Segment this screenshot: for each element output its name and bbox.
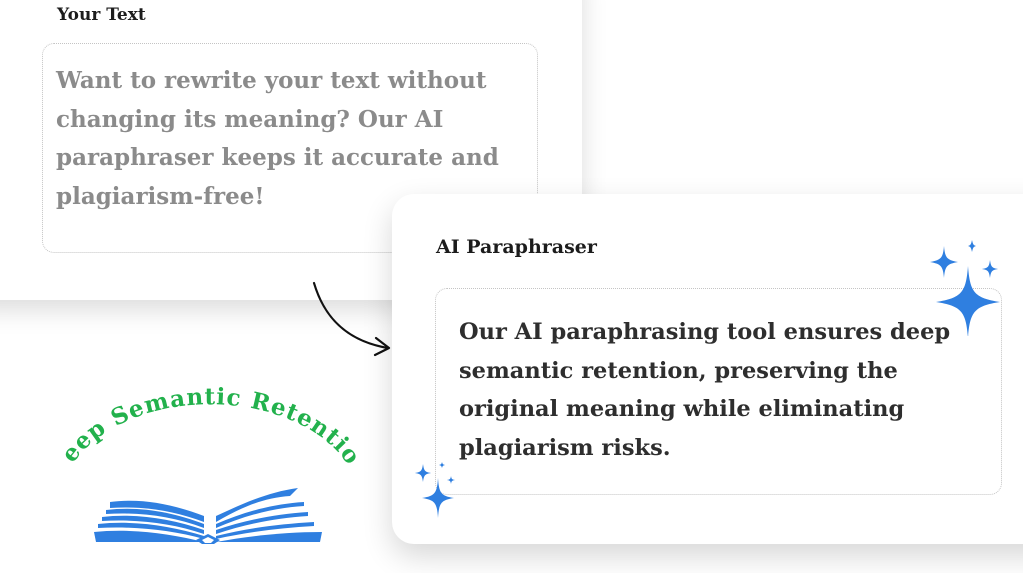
output-text: Our AI paraphrasing tool ensures deep se…: [459, 319, 951, 461]
badge-text: Deep Semantic Retention: [40, 360, 366, 470]
input-text: Want to rewrite your text without changi…: [56, 67, 499, 210]
open-book-icon: [94, 488, 322, 544]
input-text-area[interactable]: [42, 43, 538, 253]
input-label: Your Text: [57, 5, 146, 25]
deep-semantic-retention-badge: Deep Semantic Retention: [40, 360, 366, 470]
output-label: AI Paraphraser: [436, 236, 597, 258]
output-card: [392, 194, 1023, 544]
sparkle-icon: [415, 462, 455, 518]
curved-arrow-icon: [312, 281, 391, 357]
output-text-area[interactable]: [435, 288, 1002, 495]
sparkle-icon: [930, 240, 1000, 336]
